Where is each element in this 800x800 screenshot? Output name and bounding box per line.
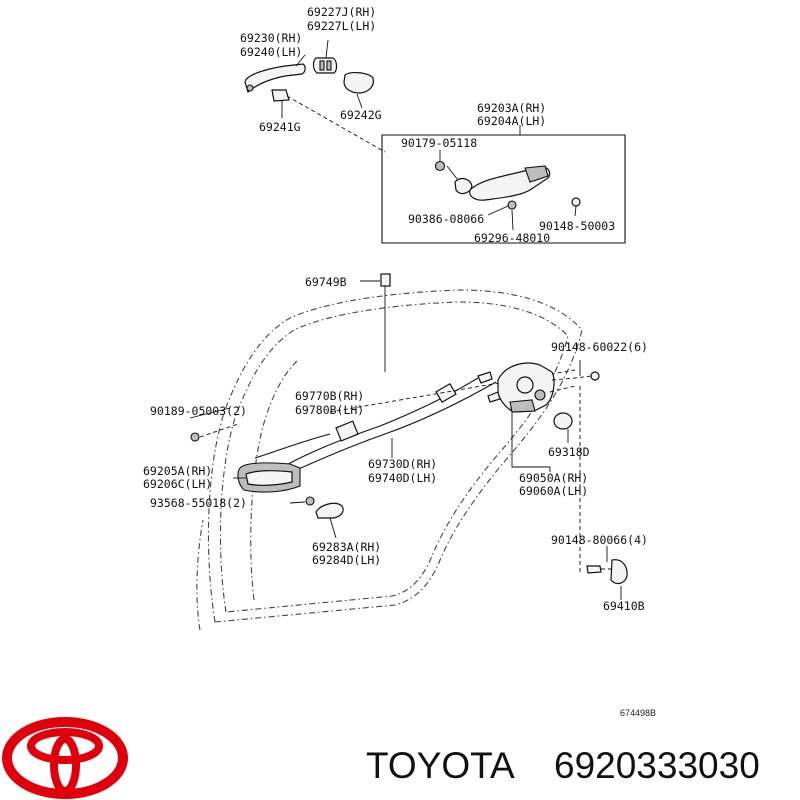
outside-handle-part — [244, 63, 306, 94]
top-leaders — [281, 39, 386, 153]
label-90179: 90179-05118 — [401, 136, 477, 150]
label-69730-rh: 69730D(RH) — [368, 457, 437, 471]
label-69730-lh: 69740D(LH) — [368, 471, 437, 485]
frame-assembly-box — [381, 125, 626, 244]
label-69318: 69318D — [548, 445, 590, 459]
label-69242: 69242G — [340, 108, 382, 122]
screw-90148c — [586, 565, 602, 574]
clip-69749 — [360, 273, 391, 372]
inside-handle-group — [189, 407, 344, 539]
label-69230-rh: 69230(RH) — [240, 31, 302, 45]
handle-pad-small-part — [271, 89, 290, 102]
screw-90189 — [190, 432, 200, 442]
bolt-90386 — [507, 200, 517, 210]
label-69410: 69410B — [603, 599, 645, 613]
door-outline — [196, 289, 583, 631]
label-90148a: 90148-50003 — [539, 219, 615, 233]
label-90148b: 90148-60022(6) — [551, 340, 648, 354]
cover-69283 — [315, 502, 344, 519]
screw-90148a — [571, 197, 581, 207]
label-90189: 90189-05003(2) — [150, 404, 247, 418]
label-69050-rh: 69050A(RH) — [519, 471, 588, 485]
label-69283-rh: 69283A(RH) — [312, 540, 381, 554]
door-lock-assembly — [497, 360, 600, 575]
striker-group — [586, 546, 628, 600]
handle-cap-part — [312, 57, 338, 74]
label-69770-rh: 69770B(RH) — [295, 389, 364, 403]
label-69770-lh: 69780B(LH) — [295, 403, 364, 417]
label-69296: 69296-48010 — [474, 231, 550, 245]
brand-name: TOYOTA — [366, 745, 515, 786]
label-69230-lh: 69240(LH) — [240, 45, 302, 59]
drawing-code: 674498B — [620, 708, 656, 718]
label-69203-rh: 69203A(RH) — [477, 101, 546, 115]
label-69227-rh: 69227J(RH) — [307, 5, 376, 19]
label-93568: 93568-55018(2) — [150, 496, 247, 510]
striker-69410 — [610, 559, 628, 585]
label-69283-lh: 69284D(LH) — [312, 553, 381, 567]
label-69241: 69241G — [259, 120, 301, 134]
label-90148c: 90148-80066(4) — [551, 533, 648, 547]
toyota-logo — [2, 717, 128, 799]
screw-93568 — [305, 496, 315, 506]
label-90386: 90386-08066 — [408, 212, 484, 226]
label-69203-lh: 69204A(LH) — [477, 114, 546, 128]
label-69050-lh: 69060A(LH) — [519, 484, 588, 498]
label-69205-rh: 69205A(RH) — [143, 464, 212, 478]
cap-69318 — [553, 412, 573, 430]
label-69227-lh: 69227L(LH) — [307, 19, 376, 33]
label-69205-lh: 69206C(LH) — [143, 477, 212, 491]
screw-90148b — [590, 371, 600, 381]
handle-pad-part — [343, 72, 375, 94]
part-labels: 69227J(RH) 69227L(LH) 69230(RH) 69240(LH… — [143, 5, 656, 718]
label-69749: 69749B — [305, 275, 347, 289]
part-number: 6920333030 — [554, 745, 760, 786]
screw-90179 — [434, 160, 446, 172]
outside-handle-group — [244, 57, 375, 102]
